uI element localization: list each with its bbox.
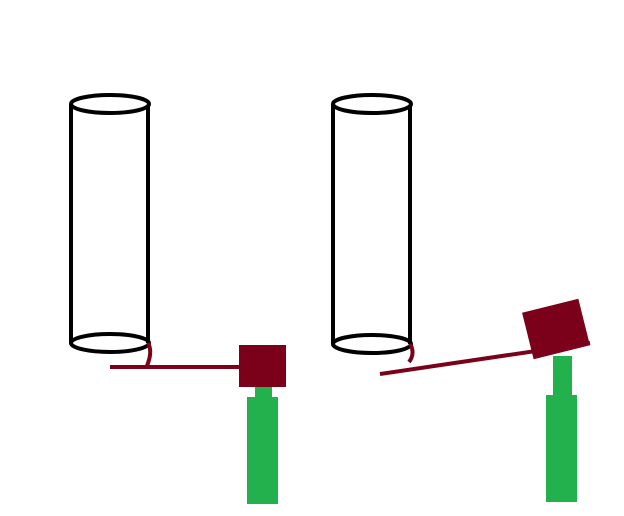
post-right-neck [553,356,572,396]
post-left-neck [255,387,272,398]
cylinder-left [69,93,151,354]
lever-left-hook [145,342,153,367]
cylinder-left-top [69,93,151,115]
cylinder-right-top [331,93,413,115]
panel-right [331,93,591,502]
block-left [239,345,286,387]
cylinder-right-bottom-back [331,333,413,345]
post-right [546,395,577,502]
block-right [522,298,590,360]
cylinder-right-bottom-front [331,343,413,355]
cylinder-left-bottom-back [69,332,151,344]
cylinder-left-bottom-front [69,342,151,354]
cylinder-right [331,93,413,355]
lever-right-hook [407,342,415,364]
panel-left [69,93,286,504]
post-left [247,397,278,504]
